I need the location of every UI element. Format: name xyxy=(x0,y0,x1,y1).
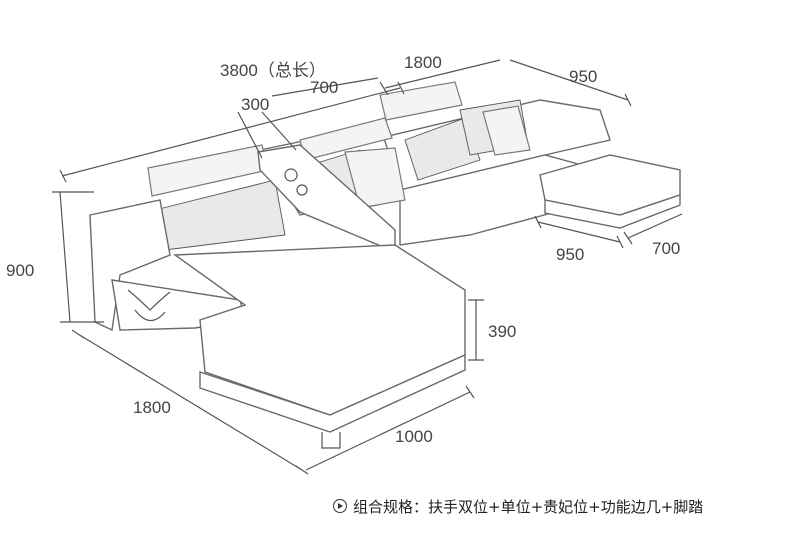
top-right-length-label: 1800 xyxy=(404,53,442,72)
footstool-length-label: 950 xyxy=(556,245,584,264)
chaise-length-label: 1800 xyxy=(133,398,171,417)
play-circle-icon xyxy=(333,499,347,513)
armrest-width-label: 300 xyxy=(241,95,269,114)
total-length-label: 3800（总长） xyxy=(220,61,326,80)
spec-caption: 组合规格：扶手双位+单位+贵妃位+功能边几+脚踏 xyxy=(333,496,703,517)
spec-caption-text: 组合规格：扶手双位+单位+贵妃位+功能边几+脚踏 xyxy=(353,498,704,516)
height-label: 900 xyxy=(6,261,34,280)
chaise-width-label: 1000 xyxy=(395,427,433,446)
dimension-lines xyxy=(52,59,683,475)
top-right-depth-label: 950 xyxy=(569,67,597,86)
sofa-drawing xyxy=(89,81,681,449)
seat-height-label: 390 xyxy=(488,322,516,341)
footstool-width-label: 700 xyxy=(652,239,680,258)
seat-width-label: 700 xyxy=(310,78,338,97)
